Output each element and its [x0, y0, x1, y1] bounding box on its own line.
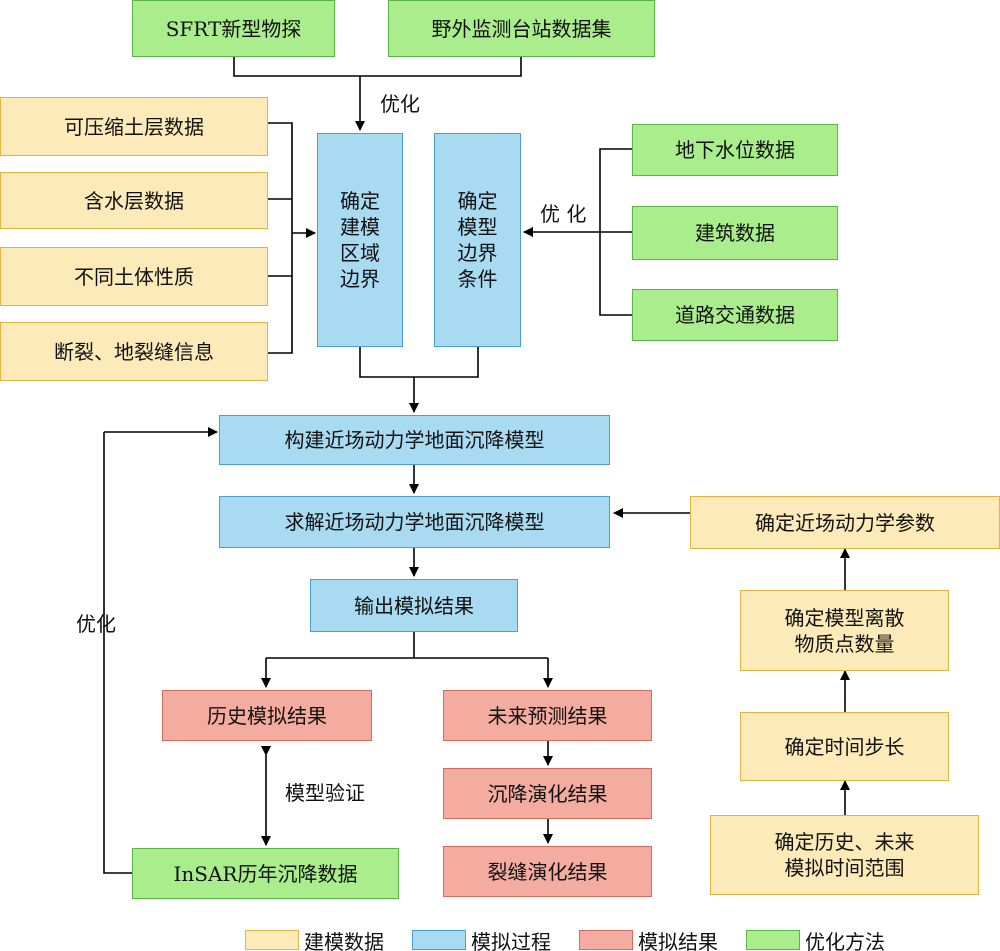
compressible-soil-data-box: 可压缩土层数据 — [0, 97, 268, 156]
legend-label-simulation-process: 模拟过程 — [471, 930, 551, 951]
determine-parameters-label: 确定近场动力学参数 — [755, 510, 935, 535]
particle-count-box: 确定模型离散 物质点数量 — [740, 590, 949, 671]
top-optimize-label: 优化 — [380, 92, 420, 116]
history-results-label: 历史模拟结果 — [207, 703, 327, 728]
time-range-label: 确定历史、未来 模拟时间范围 — [774, 830, 915, 880]
history-results-box: 历史模拟结果 — [162, 690, 372, 741]
legend-swatch-modeling-data — [245, 930, 299, 950]
determine-parameters-box: 确定近场动力学参数 — [690, 496, 1000, 549]
crack-evolution-label: 裂缝演化结果 — [487, 859, 608, 884]
fault-crack-info-label: 断裂、地裂缝信息 — [54, 339, 214, 364]
future-results-box: 未来预测结果 — [443, 690, 652, 741]
output-results-box: 输出模拟结果 — [310, 579, 518, 632]
output-results-label: 输出模拟结果 — [354, 593, 474, 618]
crack-evolution-box: 裂缝演化结果 — [443, 846, 652, 897]
aquifer-data-box: 含水层数据 — [0, 172, 268, 229]
time-step-label: 确定时间步长 — [784, 734, 905, 759]
insar-data-label: InSAR历年沉降数据 — [173, 861, 358, 886]
field-station-dataset-box: 野外监测台站数据集 — [388, 0, 655, 57]
legend-swatch-optimization-method — [746, 930, 800, 950]
sfrt-geophysics-label: SFRT新型物探 — [165, 16, 302, 41]
building-data-box: 建筑数据 — [632, 206, 838, 260]
domain-boundary-label: 确定 建模 区域 边界 — [340, 189, 380, 291]
sfrt-geophysics-box: SFRT新型物探 — [132, 0, 335, 57]
model-validation-label: 模型验证 — [285, 781, 365, 805]
groundwater-level-label: 地下水位数据 — [675, 138, 795, 162]
aquifer-data-label: 含水层数据 — [84, 188, 184, 213]
domain-boundary-box: 确定 建模 区域 边界 — [317, 133, 403, 347]
subsidence-evolution-label: 沉降演化结果 — [487, 781, 608, 806]
legend-label-modeling-data: 建模数据 — [304, 930, 384, 951]
particle-count-label: 确定模型离散 物质点数量 — [784, 605, 905, 656]
field-station-dataset-label: 野外监测台站数据集 — [431, 16, 612, 41]
future-results-label: 未来预测结果 — [487, 703, 608, 728]
soil-properties-box: 不同土体性质 — [0, 247, 268, 306]
legend-swatch-simulation-results — [579, 930, 633, 950]
build-model-box: 构建近场动力学地面沉降模型 — [219, 415, 610, 465]
boundary-conditions-box: 确定 模型 边界 条件 — [434, 133, 521, 347]
build-model-label: 构建近场动力学地面沉降模型 — [284, 428, 545, 452]
time-range-box: 确定历史、未来 模拟时间范围 — [710, 815, 979, 895]
solve-model-box: 求解近场动力学地面沉降模型 — [219, 496, 610, 548]
legend-label-simulation-results: 模拟结果 — [638, 930, 718, 951]
subsidence-evolution-box: 沉降演化结果 — [443, 768, 652, 819]
boundary-conditions-label: 确定 模型 边界 条件 — [457, 189, 498, 291]
road-traffic-label: 道路交通数据 — [675, 303, 795, 327]
legend-swatch-simulation-process — [412, 930, 466, 950]
groundwater-level-box: 地下水位数据 — [632, 124, 838, 176]
solve-model-label: 求解近场动力学地面沉降模型 — [284, 510, 545, 534]
legend-label-optimization-method: 优化方法 — [805, 930, 885, 951]
insar-data-box: InSAR历年沉降数据 — [132, 848, 399, 899]
fault-crack-info-box: 断裂、地裂缝信息 — [0, 322, 268, 381]
soil-properties-label: 不同土体性质 — [74, 264, 194, 289]
building-data-label: 建筑数据 — [695, 221, 775, 245]
right-optimize-label: 优 化 — [540, 202, 587, 226]
time-step-box: 确定时间步长 — [740, 712, 949, 781]
compressible-soil-data-label: 可压缩土层数据 — [64, 114, 204, 139]
left-optimize-label: 优化 — [76, 612, 116, 636]
road-traffic-box: 道路交通数据 — [632, 289, 838, 341]
